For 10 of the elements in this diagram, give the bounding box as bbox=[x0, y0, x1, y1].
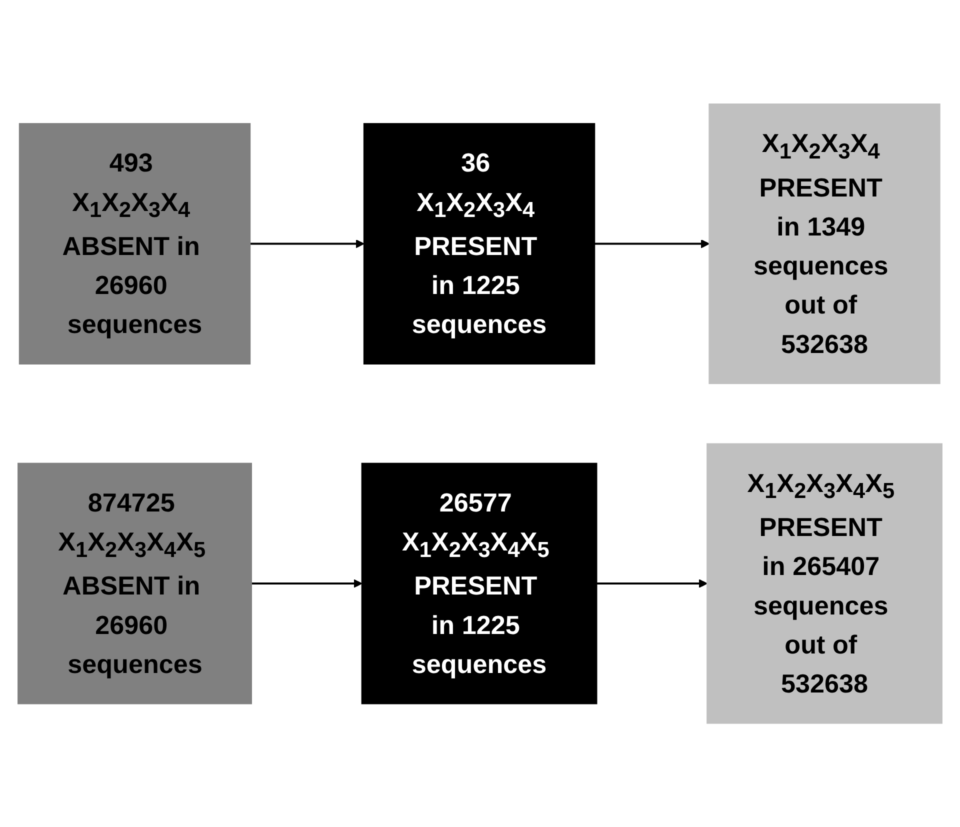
arrow bbox=[596, 578, 708, 588]
node-box: X$_{1}$X$_{2}$X$_{3}$X$_{4}$ PRESENT in 1349 sequences out of 532638 bbox=[708, 103, 940, 384]
node-box: 36 X$_{1}$X$_{2}$X$_{3}$X$_{4}$ PRESENT in 1225 sequences bbox=[363, 122, 596, 364]
arrow bbox=[594, 239, 710, 248]
arrow bbox=[250, 239, 364, 248]
node-box: X$_{1}$X$_{2}$X$_{3}$X$_{4}$X$_{5}$ PRESENT in 265407 sequences out of 532638 bbox=[706, 443, 942, 724]
node-box: 874725 X$_{1}$X$_{2}$X$_{3}$X$_{4}$X$_{5}$ ABSENT in 26960 sequences bbox=[18, 462, 252, 704]
arrow bbox=[252, 578, 362, 588]
node-box: 26577 X$_{1}$X$_{2}$X$_{3}$X$_{4}$X$_{5}$ PRESENT in 1225 sequences bbox=[361, 462, 598, 704]
node-box: 493 X$_{1}$X$_{2}$X$_{3}$X$_{4}$ ABSENT in 26960 sequences bbox=[18, 122, 251, 364]
